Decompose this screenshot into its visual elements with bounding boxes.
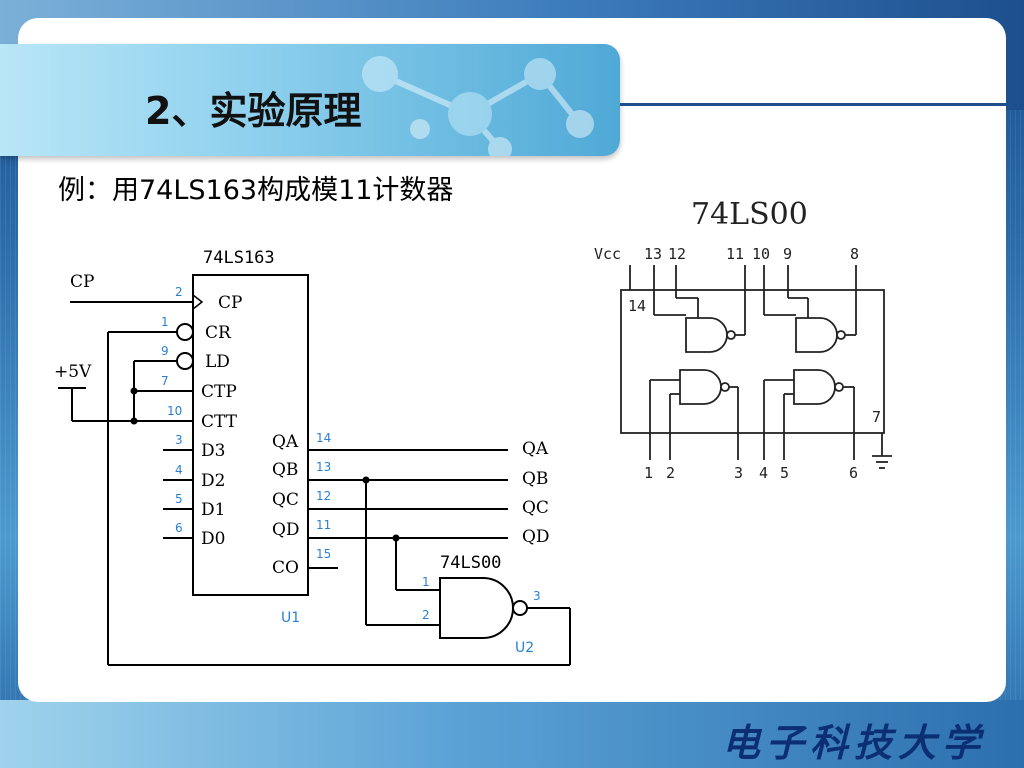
bottom-band bbox=[0, 700, 1024, 768]
pin-number: 6 bbox=[175, 521, 183, 535]
output-label-qa: QA bbox=[522, 439, 549, 459]
title-bar bbox=[0, 44, 620, 156]
nand-gate bbox=[439, 577, 514, 639]
nand-gate-a bbox=[685, 317, 728, 353]
pinout-bottom-label: 6 bbox=[849, 464, 858, 482]
gate-label: 74LS00 bbox=[440, 553, 501, 573]
pinout-bottom-label: 3 bbox=[734, 464, 743, 482]
pin-label-ctt: CTT bbox=[201, 412, 238, 432]
clock-triangle bbox=[192, 294, 204, 310]
pinout-inner-label: 7 bbox=[872, 408, 881, 426]
slide-subtitle: 例：用74LS163构成模11计数器 bbox=[58, 175, 454, 206]
pin-number: 13 bbox=[316, 460, 331, 474]
pin-number: 3 bbox=[533, 589, 541, 603]
ref-u1: U1 bbox=[281, 610, 300, 626]
slide-title: 2、实验原理 bbox=[145, 89, 362, 133]
pin-number: 10 bbox=[167, 404, 182, 418]
output-label-qd: QD bbox=[522, 527, 550, 547]
school-logo: 电子科技大学 bbox=[722, 720, 987, 765]
pinout-top-label: 10 bbox=[752, 245, 770, 263]
pin-label-d3: D3 bbox=[201, 441, 225, 461]
nand-gate-c bbox=[679, 369, 722, 405]
pin-label-qd: QD bbox=[272, 520, 300, 540]
pin-label-qb: QB bbox=[272, 460, 298, 480]
pin-number: 9 bbox=[161, 344, 169, 358]
output-label-qb: QB bbox=[522, 469, 548, 489]
output-label-qc: QC bbox=[522, 498, 549, 518]
pinout-inner-label: 14 bbox=[628, 297, 646, 315]
pin-number: 5 bbox=[175, 492, 183, 506]
pin-label-qa: QA bbox=[272, 432, 299, 452]
pinout-top-label: 9 bbox=[783, 245, 792, 263]
pin-label-co: CO bbox=[272, 558, 299, 578]
pinout-title: 74LS00 bbox=[691, 197, 808, 232]
pinout-top-label: 8 bbox=[850, 245, 859, 263]
ld-inversion-bubble bbox=[176, 352, 194, 370]
pinout-top-label: 11 bbox=[726, 245, 744, 263]
pin-number: 2 bbox=[422, 608, 430, 622]
vcc-label: +5V bbox=[54, 362, 92, 382]
title-underline bbox=[620, 103, 1006, 106]
pinout-top-label: 12 bbox=[668, 245, 686, 263]
pin-label-qc: QC bbox=[272, 490, 299, 510]
chip-body bbox=[192, 274, 309, 596]
pinout-svg: 74LS00 Vcc 13 12 11 10 9 8 14 7 bbox=[594, 197, 892, 482]
pin-number: 1 bbox=[422, 575, 430, 589]
pinout-top-label: Vcc bbox=[594, 245, 621, 263]
pin-label-d0: D0 bbox=[201, 529, 225, 549]
ref-u2: U2 bbox=[515, 640, 534, 656]
pin-label-ctp: CTP bbox=[201, 382, 237, 402]
cr-inversion-bubble bbox=[176, 323, 194, 341]
nand-gate-b bbox=[795, 317, 838, 353]
pin-number: 2 bbox=[175, 285, 183, 299]
pinout-bottom-label: 1 bbox=[644, 464, 653, 482]
pin-number: 1 bbox=[161, 315, 169, 329]
pin-number: 4 bbox=[175, 463, 183, 477]
pin-label-d1: D1 bbox=[201, 500, 225, 520]
schematic-svg: 74LS163 CP +5V 2 CP 1 CR 9 LD 7 CTP 1 bbox=[48, 240, 588, 680]
pin-label-cp: CP bbox=[218, 293, 242, 313]
pinout-bottom-label: 4 bbox=[759, 464, 768, 482]
pin-number: 14 bbox=[316, 431, 331, 445]
pin-number: 3 bbox=[175, 433, 183, 447]
pinout-top-label: 13 bbox=[644, 245, 662, 263]
pin-number: 15 bbox=[316, 547, 331, 561]
nand-gate-d bbox=[793, 369, 836, 405]
pin-label-ld: LD bbox=[205, 352, 230, 372]
chip-label: 74LS163 bbox=[203, 248, 275, 268]
cp-input-label: CP bbox=[70, 272, 94, 292]
pin-number: 7 bbox=[161, 374, 169, 388]
pin-label-cr: CR bbox=[205, 323, 232, 343]
pin-number: 12 bbox=[316, 489, 331, 503]
pin-label-d2: D2 bbox=[201, 471, 225, 491]
pin-number: 11 bbox=[316, 518, 331, 532]
counter-schematic: 74LS163 CP +5V 2 CP 1 CR 9 LD 7 CTP 1 bbox=[48, 240, 588, 684]
pinout-body bbox=[620, 289, 885, 434]
pinout-bottom-label: 2 bbox=[666, 464, 675, 482]
pinout-bottom-label: 5 bbox=[780, 464, 789, 482]
pinout-diagram: 74LS00 Vcc 13 12 11 10 9 8 14 7 bbox=[588, 190, 898, 494]
molecule-decoration bbox=[362, 56, 594, 156]
